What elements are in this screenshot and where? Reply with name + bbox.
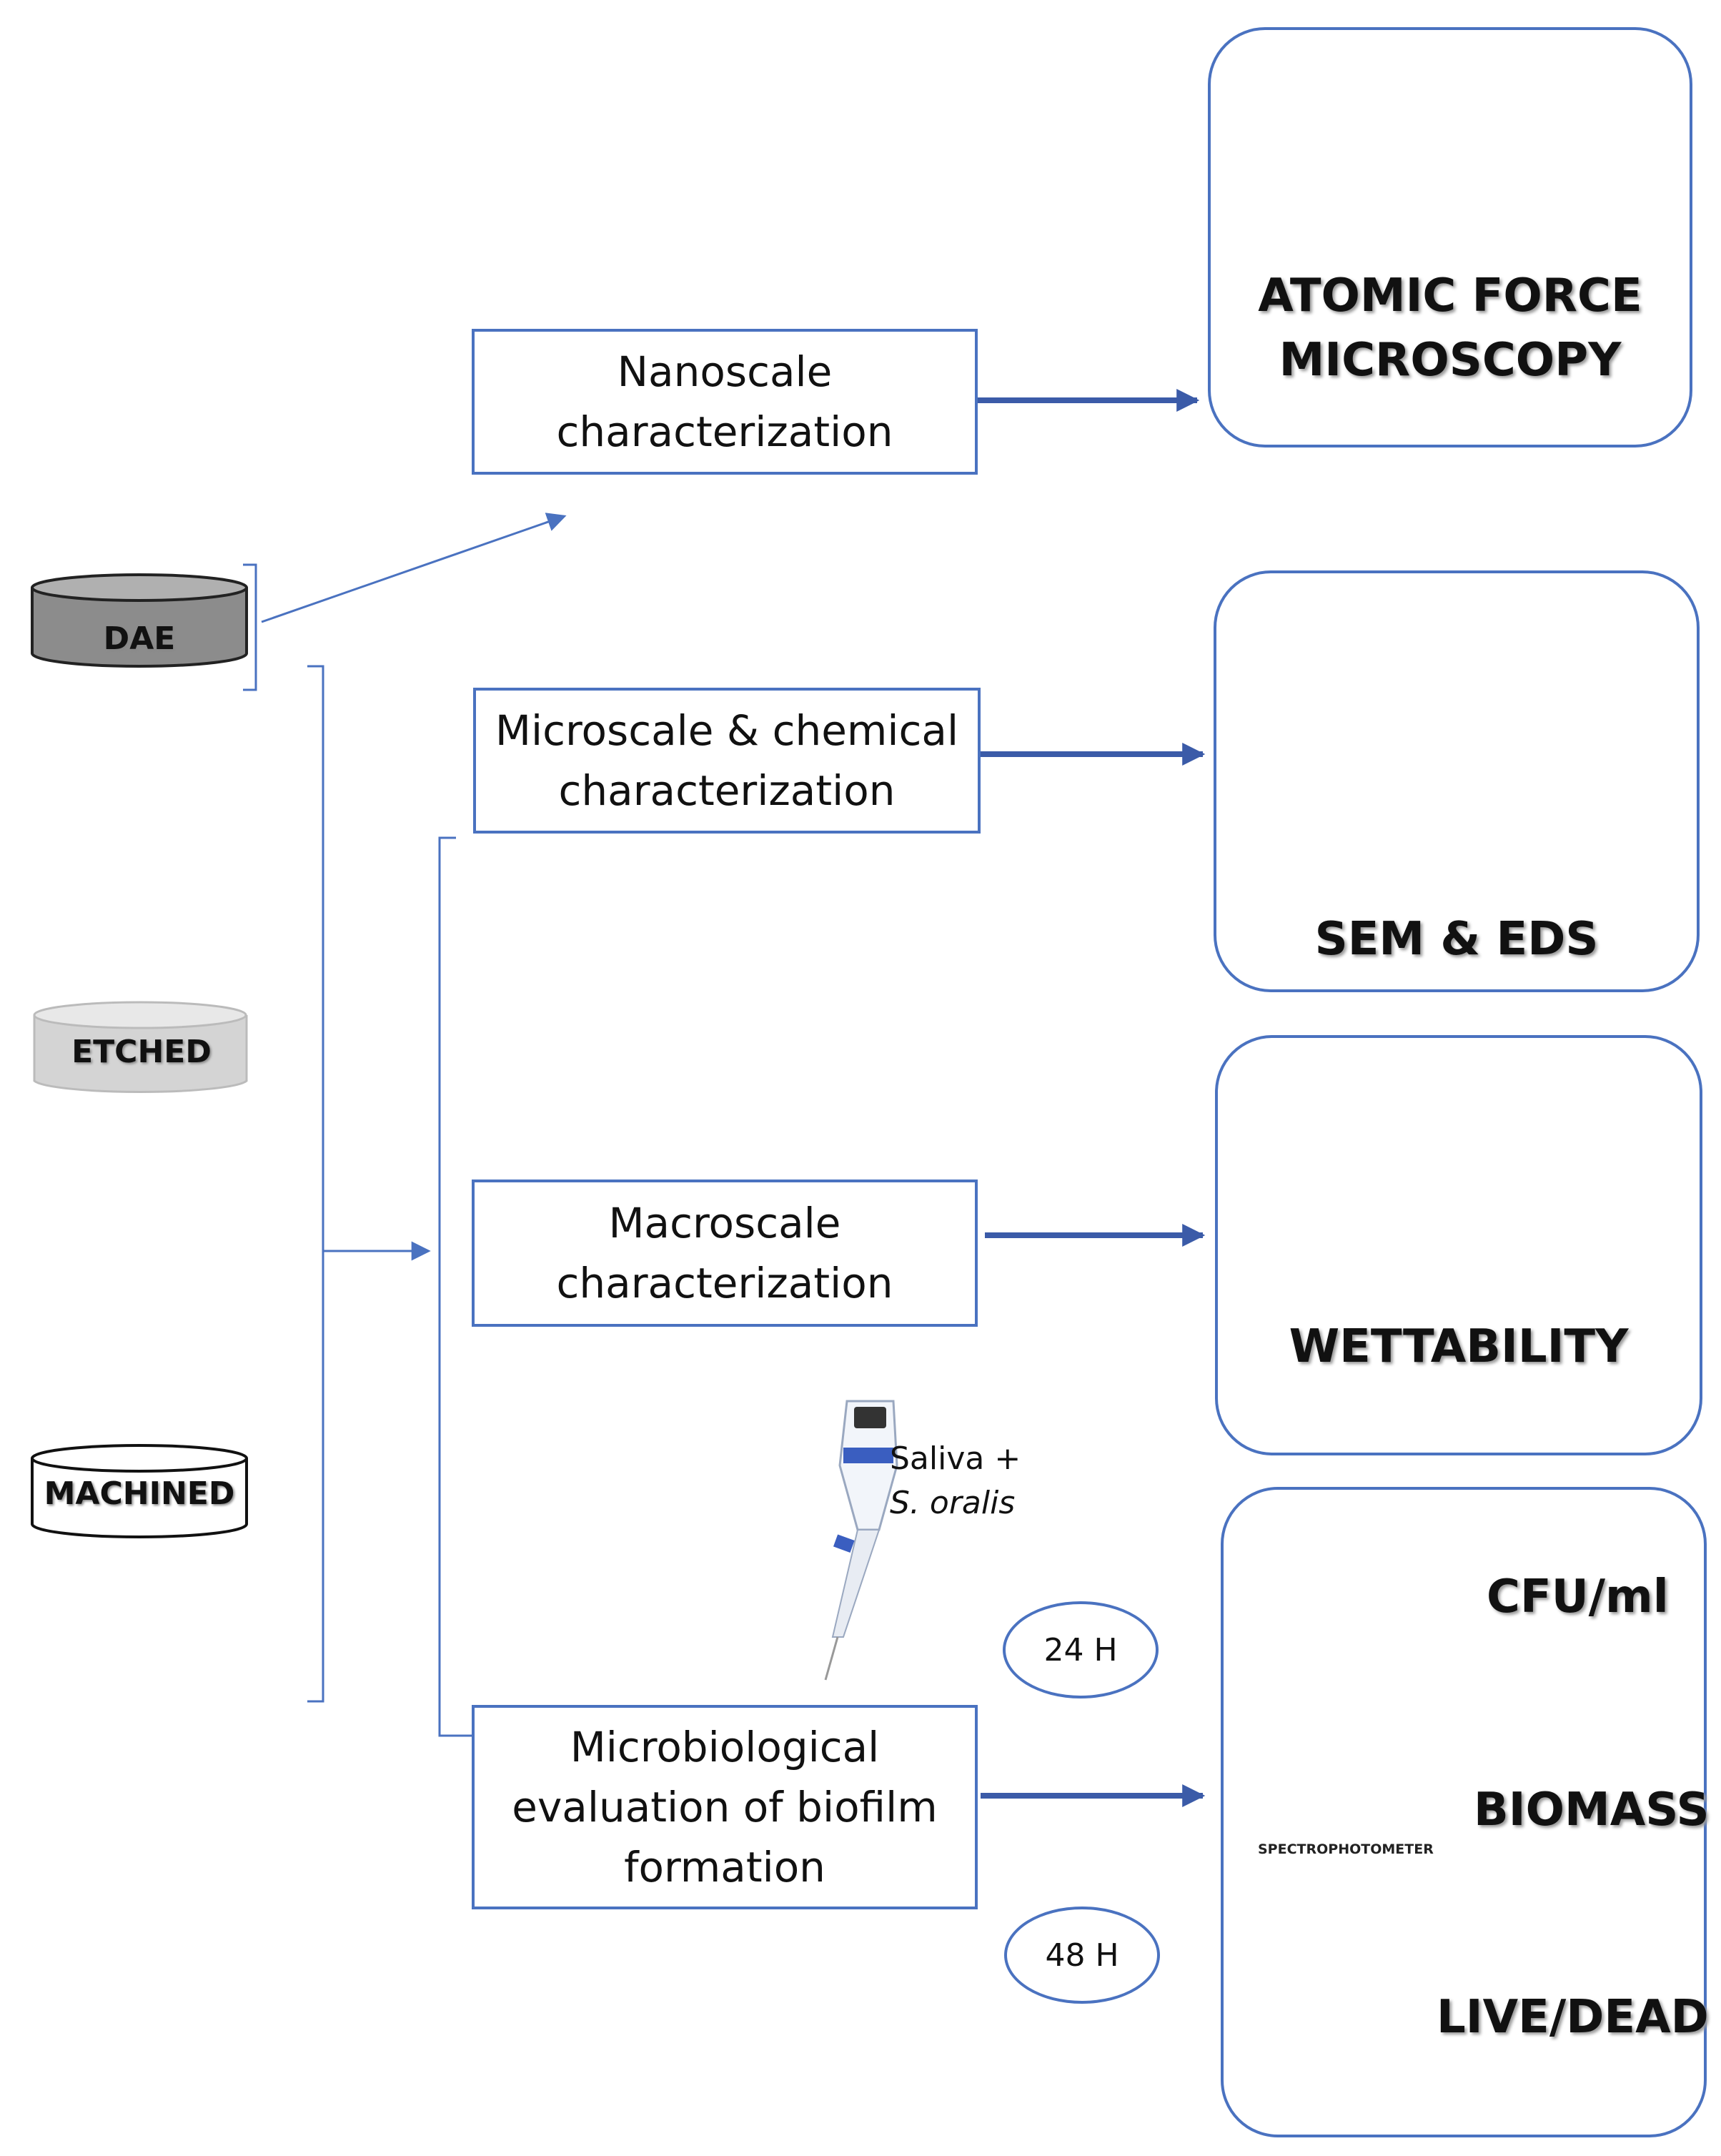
step-text-line: evaluation of biofilm	[512, 1782, 938, 1831]
timepoint-24h: 24 H	[1003, 1601, 1159, 1698]
arrow-dae-to-nano	[261, 513, 567, 623]
afm-label-line: MICROSCOPY	[1279, 333, 1622, 387]
step-text-line: Microbiological	[570, 1722, 880, 1771]
step-text-line: Nanoscale	[617, 347, 833, 396]
result-box-afm	[1208, 27, 1692, 447]
wettability-label: WETTABILITY	[1289, 1320, 1629, 1373]
result-box-wettability	[1215, 1035, 1702, 1455]
timepoint-48h: 48 H	[1004, 1907, 1160, 2004]
live-dead-label: LIVE/DEAD	[1437, 1991, 1709, 2044]
sample-label-dae: DAE	[103, 620, 176, 657]
cylinder-machined	[31, 1444, 248, 1538]
step-macroscale-characterization: Macroscale characterization	[472, 1180, 978, 1327]
bracket-steps	[438, 836, 472, 1737]
bracket-dae	[243, 563, 257, 691]
cylinder-dae	[31, 573, 248, 668]
result-box-biofilm	[1221, 1487, 1707, 2137]
cylinder-etched	[33, 1001, 248, 1093]
result-box-sem	[1214, 570, 1700, 992]
bracket-all-samples	[307, 665, 324, 1703]
inoculum-line-species: S. oralis	[890, 1484, 1016, 1521]
inoculum-line-saliva: Saliva +	[890, 1440, 1021, 1477]
pipette-icon	[824, 1400, 898, 1681]
spectrophotometer-label: SPECTROPHOTOMETER	[1258, 1841, 1434, 1857]
cfu-label: CFU/ml	[1487, 1571, 1669, 1623]
step-text-line: characterization	[558, 766, 896, 815]
step-text-line: Macroscale	[608, 1198, 841, 1247]
step-text-line: characterization	[556, 407, 893, 456]
step-nanoscale-characterization: Nanoscale characterization	[472, 329, 978, 475]
biomass-label: BIOMASS	[1474, 1784, 1710, 1836]
afm-label-line: ATOMIC FORCE	[1258, 270, 1642, 322]
inoculum-label: Saliva + S. oralis	[890, 1437, 1021, 1525]
step-text-line: characterization	[556, 1259, 893, 1307]
step-microbiological-evaluation: Microbiological evaluation of biofilm form…	[472, 1705, 978, 1909]
afm-label: ATOMIC FORCE MICROSCOPY	[1208, 264, 1692, 392]
sample-label-etched: ETCHED	[71, 1034, 212, 1070]
sample-label-machined: MACHINED	[44, 1475, 235, 1512]
step-text-line: formation	[624, 1843, 825, 1892]
step-text-line: Microscale & chemical	[495, 706, 959, 755]
step-microscale-chemical-characterization: Microscale & chemical characterization	[473, 688, 981, 834]
sem-eds-label: SEM & EDS	[1314, 913, 1599, 966]
